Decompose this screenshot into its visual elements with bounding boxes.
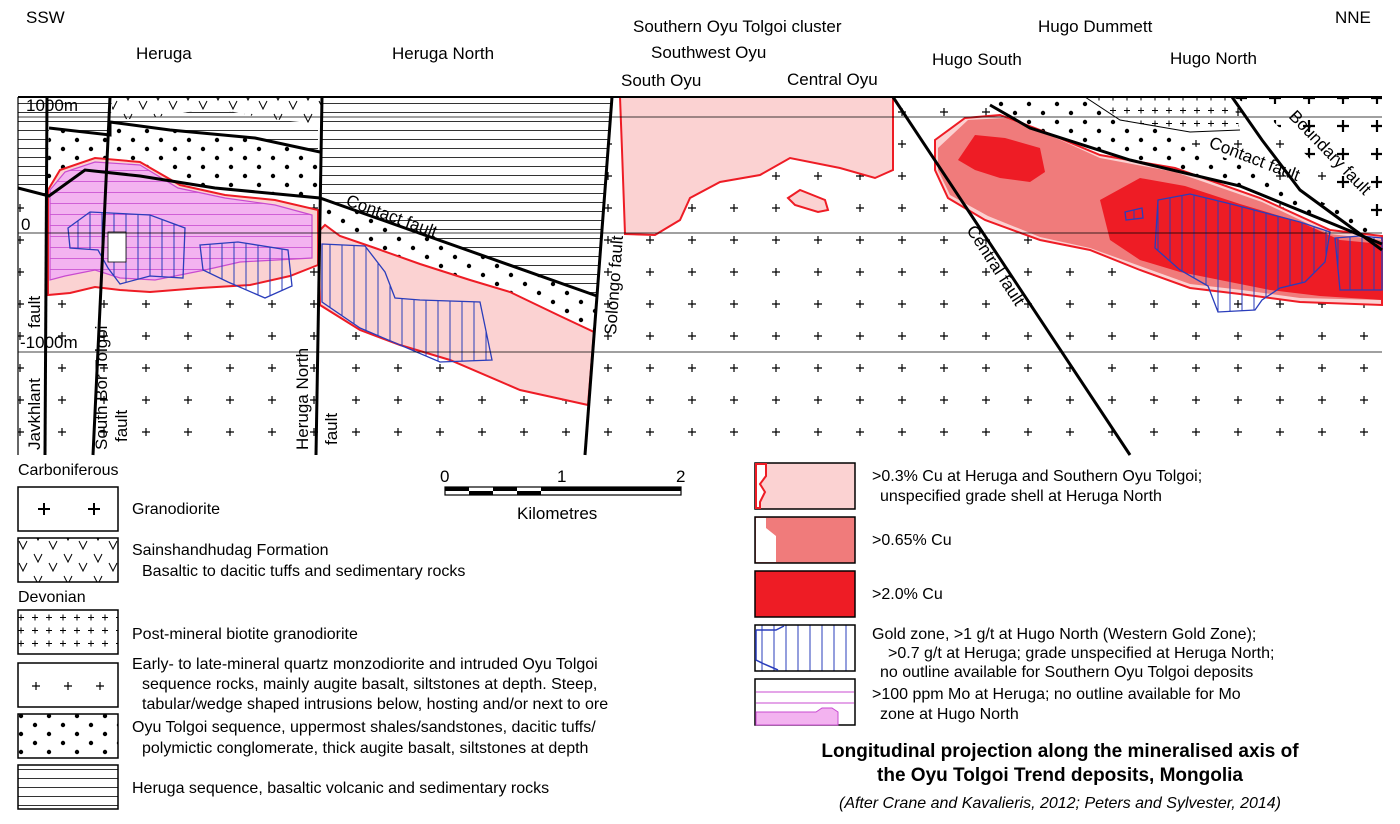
heruga-sequence-strip (112, 108, 318, 152)
legend-post-mineral: Post-mineral biotite granodiorite (132, 626, 358, 643)
fault-label-javkhlant-2: fault (25, 296, 44, 328)
gold-zone-hugo-north-east (1334, 235, 1383, 291)
deposit-hugo-south: Hugo South (932, 50, 1022, 69)
deposit-central-oyu: Central Oyu (787, 70, 878, 89)
legend-swatch-cu03 (754, 462, 856, 510)
legend-qmd-2: sequence rocks, mainly augite basalt, si… (142, 676, 597, 693)
javkhlant-fault (43, 96, 49, 456)
elevation-minus1000: -1000m (20, 333, 78, 352)
legend-swatch-heruga-seq (17, 764, 119, 810)
deposit-hugo-dummett: Hugo Dummett (1038, 17, 1153, 36)
legend-qmd-3: tabular/wedge shaped intrusions below, h… (142, 696, 608, 713)
legend-lithology: Carboniferous Granodiorite Sainshandhuda… (17, 462, 608, 810)
direction-ssw: SSW (26, 8, 65, 27)
direction-nne: NNE (1335, 8, 1371, 27)
legend-qmd-1: Early- to late-mineral quartz monzodiori… (132, 656, 598, 673)
cross-section (17, 96, 1383, 456)
white-intrusion (107, 231, 127, 263)
legend-mo-2: zone at Hugo North (880, 706, 1019, 723)
legend-mo-1: >100 ppm Mo at Heruga; no outline availa… (872, 686, 1241, 703)
scale-tick-2: 2 (676, 467, 685, 486)
legend-swatch-gold (754, 624, 856, 672)
granodiorite-east (1232, 97, 1382, 232)
legend-granodiorite: Granodiorite (132, 501, 220, 518)
post-mineral-granodiorite (1085, 97, 1240, 132)
legend-oyu-tolgoi-2: polymictic conglomerate, thick augite ba… (142, 740, 588, 757)
legend-cu2: >2.0% Cu (872, 586, 943, 603)
legend-cu065: >0.65% Cu (872, 532, 952, 549)
deposit-hugo-north: Hugo North (1170, 49, 1257, 68)
heruga-sequence-heruga-north (322, 97, 612, 296)
solongo-fault (583, 96, 614, 456)
legend-gold-3: no outline available for Southern Oyu To… (880, 664, 1253, 681)
legend-swatch-post-mineral (17, 609, 119, 655)
oyu-tolgoi-seq-heruga (47, 122, 320, 198)
scale-tick-1: 1 (557, 467, 566, 486)
elevation-1000: 1000m (26, 96, 78, 115)
gold-zone-heruga-east (199, 241, 293, 299)
cu-shell-southern-oyu (618, 96, 894, 237)
contact-fault-heruga-upper (48, 120, 321, 154)
legend-sainshandhudag-1: Sainshandhudag Formation (132, 542, 329, 559)
boundary-fault (1230, 96, 1383, 252)
legend-gold-1: Gold zone, >1 g/t at Hugo North (Western… (872, 626, 1256, 643)
cu-shell-central-oyu-pod (786, 188, 830, 214)
scale-label: Kilometres (517, 504, 597, 523)
deposit-heruga-north: Heruga North (392, 44, 494, 63)
gold-zone-hugo-north (1154, 193, 1331, 313)
cu-shell-hugo-high-south (958, 135, 1045, 182)
scale-bar: 0 1 2 Kilometres (440, 467, 685, 523)
legend-sainshandhudag-2: Basaltic to dacitic tuffs and sedimentar… (142, 563, 465, 580)
legend-heading-devonian: Devonian (18, 589, 86, 606)
fault-label-heruga-north-2: fault (322, 413, 341, 445)
gold-zone-heruga-north (321, 243, 493, 363)
legend-heading-carboniferous: Carboniferous (18, 462, 119, 479)
legend-mineralisation: >0.3% Cu at Heruga and Southern Oyu Tolg… (754, 462, 1274, 726)
figure-citation: (After Crane and Kavalieris, 2012; Peter… (839, 795, 1281, 812)
deposit-southern-cluster: Southern Oyu Tolgoi cluster (633, 17, 842, 36)
contact-fault-heruga (17, 168, 598, 298)
legend-swatch-cu2 (754, 570, 856, 618)
south-bor-tolgoi-fault (91, 96, 112, 456)
legend-swatch-granodiorite (17, 486, 119, 532)
figure-title-line-2: the Oyu Tolgoi Trend deposits, Mongolia (877, 765, 1243, 786)
figure-title-line-1: Longitudinal projection along the minera… (821, 741, 1299, 762)
central-fault (891, 96, 1132, 456)
heruga-sequence-left (18, 97, 112, 196)
heruga-north-fault (314, 96, 324, 456)
gold-zone-heruga (67, 211, 186, 285)
legend-cu03-1: >0.3% Cu at Heruga and Southern Oyu Tolg… (872, 468, 1202, 485)
fault-label-south-bor: South Bor Tolgoi (92, 326, 111, 450)
oyu-tolgoi-seq-hugo (990, 97, 1382, 244)
gold-zone-hugo-north-pod (1124, 207, 1144, 221)
hugo-dummett-upper-boundary (990, 96, 1241, 133)
deposit-heruga: Heruga (136, 44, 192, 63)
fault-label-javkhlant: Javkhlant (25, 378, 44, 450)
legend-oyu-tolgoi-1: Oyu Tolgoi sequence, uppermost shales/sa… (132, 719, 596, 736)
legend-gold-2: >0.7 g/t at Heruga; grade unspecified at… (888, 645, 1274, 662)
deposit-southwest-oyu: Southwest Oyu (651, 43, 766, 62)
contact-fault-hugo (989, 103, 1383, 246)
legend-swatch-sainshandhudag (17, 537, 119, 583)
elevation-0: 0 (21, 215, 30, 234)
scale-tick-0: 0 (440, 467, 449, 486)
legend-swatch-oyu-tolgoi (17, 713, 119, 759)
fault-label-heruga-north: Heruga North (293, 348, 312, 450)
oyu-tolgoi-seq-heruga-north (322, 198, 597, 330)
legend-heruga-seq: Heruga sequence, basaltic volcanic and s… (132, 780, 549, 797)
fault-label-south-bor-2: fault (112, 410, 131, 442)
legend-cu03-2: unspecified grade shell at Heruga North (880, 488, 1162, 505)
deposit-south-oyu: South Oyu (621, 71, 701, 90)
